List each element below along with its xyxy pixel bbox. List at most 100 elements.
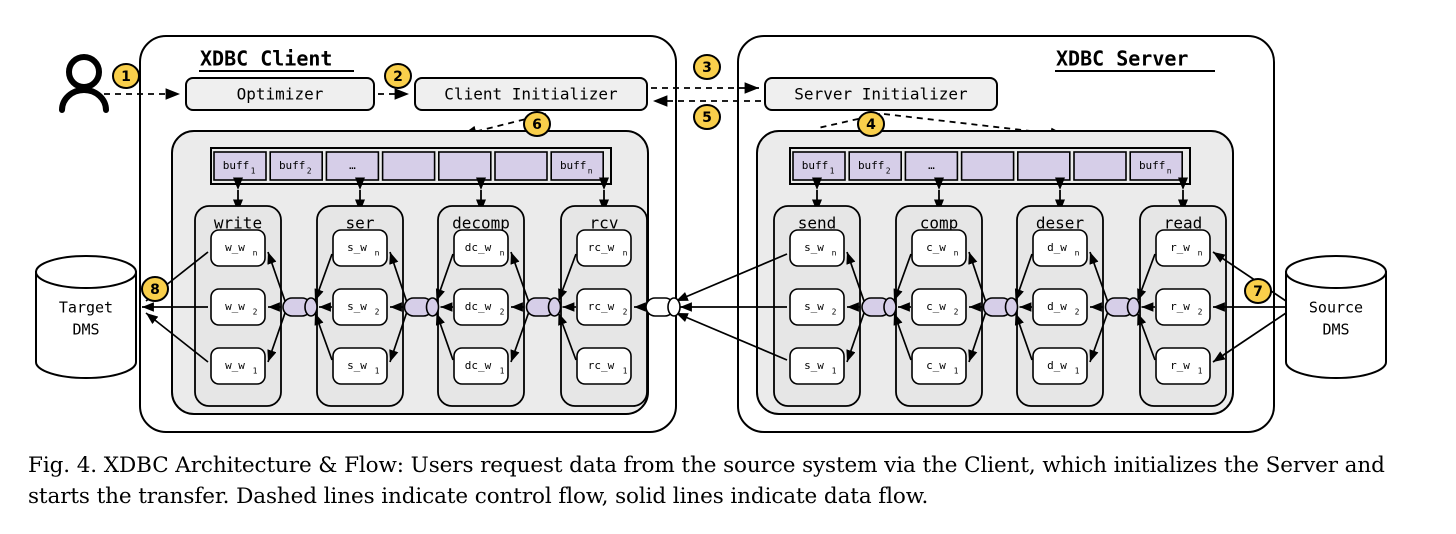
worker-to-queue [435,253,454,302]
step-badge-number: 7 [1253,284,1263,300]
worker-label: s_w [347,300,367,313]
worker-subscript: n [832,249,837,258]
worker-label: d_w [1047,241,1067,254]
worker-label: dc_w [465,300,492,313]
buffer-subscript: n [1167,167,1172,176]
step-badge-1: 1 [112,63,140,89]
worker-label: r_w [1170,241,1190,254]
worker-column-title: comp [920,214,959,233]
server-pipeline-panel [756,130,1234,415]
worker-subscript: 1 [832,367,837,376]
step-badge-number: 2 [393,69,403,85]
worker-subscript: 1 [253,367,258,376]
worker-subscript: 2 [500,308,505,317]
server-send-to-socket [675,312,788,361]
worker-column-title: rcv [590,214,619,233]
optimizer-box[interactable]: Optimizer [185,77,375,111]
queue-to-worker [968,312,987,363]
write-to-target [145,312,209,363]
worker-box[interactable]: d_w 2 [1032,288,1088,326]
figure-caption: Fig. 4. XDBC Architecture & Flow: Users … [28,453,1385,509]
buffer-cell [381,151,436,181]
worker-label: r_w [1170,300,1190,313]
client-initializer-label: Client Initializer [444,85,618,104]
queue-connector [282,297,318,317]
step-badge-4: 4 [857,111,885,137]
worker-box[interactable]: rc_w 2 [576,288,632,326]
step-badge-6: 6 [523,111,551,137]
worker-label: w_w [225,300,245,313]
worker-label: d_w [1047,300,1067,313]
step-badge-5: 5 [693,104,721,130]
worker-label: rc_w [588,300,615,313]
worker-to-queue [1136,253,1156,302]
step-badge-number: 6 [532,117,542,133]
buffer-cell [960,151,1015,181]
worker-subscript: 2 [623,308,628,317]
worker-subscript: n [954,249,959,258]
worker-label: dc_w [465,241,492,254]
flow-4-right [883,113,1066,140]
worker-label: s_w [804,359,824,372]
worker-column-title: write [214,214,262,233]
worker-label: rc_w [588,359,615,372]
worker-subscript: n [375,249,380,258]
client-title: XDBC Client [200,47,332,71]
client-initializer-box[interactable]: Client Initializer [414,77,648,111]
worker-subscript: 2 [1075,308,1080,317]
worker-subscript: n [1075,249,1080,258]
buffer-label: buff [560,159,587,172]
step-badge-8: 8 [141,276,169,302]
worker-to-queue [1136,312,1156,361]
step-badge-number: 5 [702,110,712,126]
queue-to-worker [968,251,987,302]
source-dms: Source DMS [1285,255,1387,379]
buffer-label: buff [1139,159,1166,172]
worker-label: c_w [926,300,946,313]
queue-to-worker [846,251,865,302]
queue-connector [645,297,681,317]
worker-box[interactable]: dc_w 2 [453,288,509,326]
target-dms-line2: DMS [72,321,99,339]
worker-subscript: n [253,249,258,258]
worker-box[interactable]: s_w 1 [789,347,845,385]
queue-to-worker [1089,312,1109,363]
worker-to-queue [1014,312,1033,361]
worker-subscript: 1 [1075,367,1080,376]
source-to-read [1212,312,1287,363]
client-pipeline-panel [171,130,649,415]
source-dms-line1: Source [1309,299,1363,317]
worker-label: s_w [347,359,367,372]
worker-label: dc_w [465,359,492,372]
person-icon [59,54,109,113]
buffer-cell [494,151,548,181]
worker-column-title: decomp [452,214,510,233]
server-initializer-box[interactable]: Server Initializer [764,77,998,111]
